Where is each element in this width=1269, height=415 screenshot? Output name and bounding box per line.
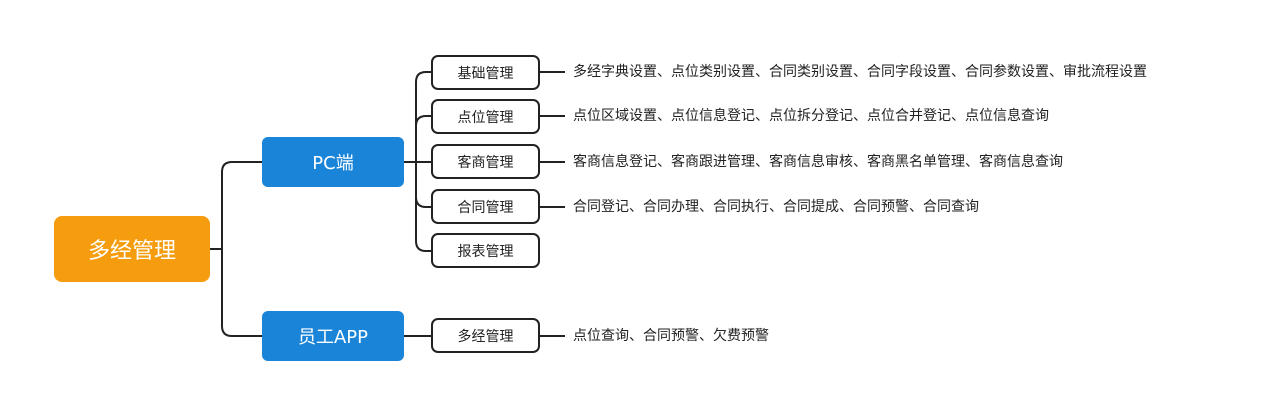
connector-pc-to-contract (415, 196, 431, 208)
branch-app-node: 员工APP (262, 311, 404, 361)
branch-pc-node: PC端 (262, 137, 404, 187)
connector-root-to-app (221, 249, 262, 337)
root-node: 多经管理 (54, 216, 210, 282)
detail-app-diversified-management: 点位查询、合同预警、欠费预警 (573, 328, 769, 344)
leaf-point-management: 点位管理 (431, 99, 540, 134)
leaf-app-diversified-management: 多经管理 (431, 318, 540, 353)
connector-pc-spine (415, 71, 431, 252)
leaf-merchant-management: 客商管理 (431, 144, 540, 179)
detail-point-management: 点位区域设置、点位信息登记、点位拆分登记、点位合并登记、点位信息查询 (573, 108, 1049, 124)
detail-merchant-management: 客商信息登记、客商跟进管理、客商信息审核、客商黑名单管理、客商信息查询 (573, 154, 1063, 170)
connector-root-to-pc (221, 161, 262, 249)
leaf-report-management: 报表管理 (431, 233, 540, 268)
detail-contract-management: 合同登记、合同办理、合同执行、合同提成、合同预警、合同查询 (573, 199, 979, 215)
connector-pc-to-point (415, 115, 431, 127)
detail-basic-management: 多经字典设置、点位类别设置、合同类别设置、合同字段设置、合同参数设置、审批流程设… (573, 64, 1147, 80)
leaf-contract-management: 合同管理 (431, 189, 540, 224)
leaf-basic-management: 基础管理 (431, 55, 540, 90)
